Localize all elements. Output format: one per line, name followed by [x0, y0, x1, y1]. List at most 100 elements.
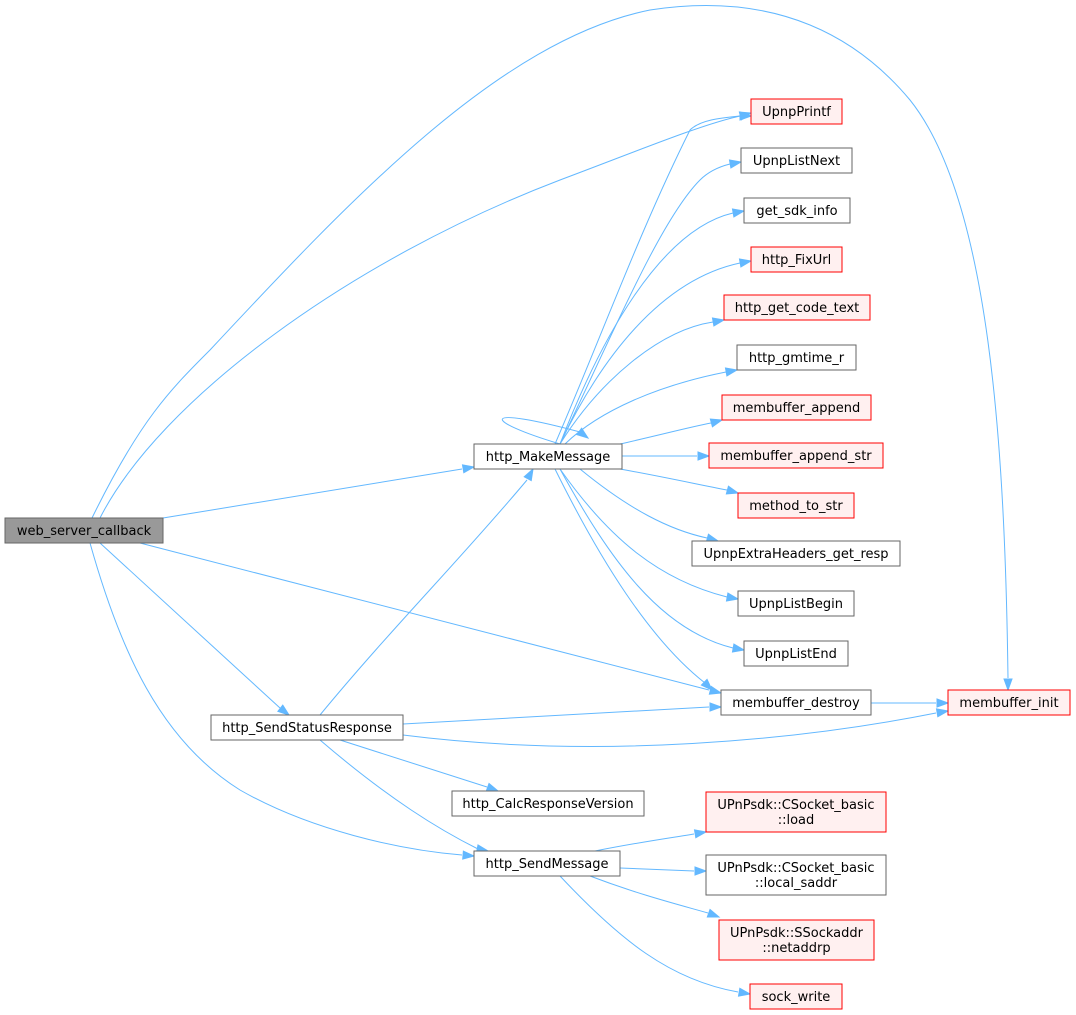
edge-line	[619, 422, 712, 445]
edge-line	[559, 262, 741, 445]
edge-line	[99, 542, 281, 709]
node-label: UPnPsdk::CSocket_basic	[717, 861, 874, 876]
edge-line	[559, 163, 731, 445]
arrowhead	[725, 592, 740, 602]
node-box	[705, 791, 887, 833]
edge-http_MakeMessage-to-http_get_code_text	[559, 317, 726, 445]
node-SSockaddr_netaddrp[interactable]: UPnPsdk::SSockaddr::netaddrp	[718, 919, 875, 961]
edge-http_SendStatusResponse-to-http_MakeMessage	[319, 467, 534, 716]
node-http_SendMessage[interactable]: http_SendMessage	[473, 850, 621, 877]
node-box	[737, 492, 855, 519]
node-box	[473, 850, 621, 877]
node-box	[708, 442, 884, 469]
node-label: UpnpListBegin	[749, 597, 843, 612]
node-label: sock_write	[762, 990, 831, 1005]
arrowhead	[731, 208, 746, 218]
edge-web_server_callback-to-UpnpPrintf	[99, 111, 753, 519]
edge-web_server_callback-to-membuffer_init	[91, 5, 1013, 692]
nodes-layer: web_server_callback http_MakeMessage http_…	[4, 98, 1071, 1010]
node-label: get_sdk_info	[756, 204, 837, 219]
edge-line	[402, 706, 710, 725]
edge-line	[501, 417, 581, 445]
edge-http_SendMessage-to-CSocket_basic_load	[594, 829, 708, 852]
node-CSocket_basic_load[interactable]: UPnPsdk::CSocket_basic::load	[705, 791, 887, 833]
edge-web_server_callback-to-membuffer_destroy	[139, 542, 723, 695]
node-box	[947, 689, 1071, 716]
arrowhead	[725, 485, 740, 495]
node-label: http_MakeMessage	[486, 450, 610, 465]
edge-http_SendMessage-to-CSocket_basic_local_saddr	[619, 866, 708, 876]
node-label: UpnpPrintf	[762, 105, 831, 120]
edge-http_MakeMessage-to-UpnpPrintf	[554, 111, 753, 445]
node-box	[451, 790, 645, 817]
arrowhead	[711, 317, 726, 327]
node-label: http_CalcResponseVersion	[462, 797, 633, 812]
edge-line	[162, 468, 463, 519]
edge-http_MakeMessage-to-membuffer_destroy	[554, 468, 714, 692]
node-label: ::local_saddr	[755, 876, 838, 891]
node-UpnpExtraHeaders_get_resp[interactable]: UpnpExtraHeaders_get_resp	[691, 540, 901, 567]
arrowhead	[694, 866, 708, 876]
edge-http_MakeMessage-to-http_FixUrl	[559, 258, 753, 445]
arrowhead	[575, 427, 590, 439]
node-UpnpListEnd[interactable]: UpnpListEnd	[743, 640, 849, 667]
edge-line	[319, 479, 528, 716]
node-label: method_to_str	[749, 499, 843, 514]
node-box	[750, 246, 843, 273]
node-membuffer_append[interactable]: membuffer_append	[721, 394, 872, 421]
edge-http_MakeMessage-to-get_sdk_info	[559, 208, 746, 445]
arrowhead	[693, 829, 708, 839]
node-sock_write[interactable]: sock_write	[749, 983, 843, 1010]
node-label: ::load	[778, 813, 815, 828]
arrowhead	[724, 367, 739, 377]
edge-http_MakeMessage-to-membuffer_append	[619, 418, 724, 445]
node-UpnpPrintf[interactable]: UpnpPrintf	[750, 98, 843, 125]
node-http_get_code_text[interactable]: http_get_code_text	[723, 294, 871, 321]
arrowhead	[461, 464, 476, 474]
arrowhead	[728, 159, 743, 169]
edge-web_server_callback-to-http_SendStatusResponse	[99, 542, 291, 716]
node-http_FixUrl[interactable]: http_FixUrl	[750, 246, 843, 273]
edge-http_SendMessage-to-SSockaddr_netaddrp	[589, 875, 721, 918]
node-label: UPnPsdk::CSocket_basic	[717, 798, 874, 813]
edge-line	[554, 115, 741, 445]
edge-http_SendStatusResponse-to-membuffer_init	[402, 708, 950, 747]
node-box	[691, 540, 901, 567]
edge-line	[139, 542, 710, 691]
node-label: membuffer_append_str	[720, 449, 872, 464]
edge-line	[402, 712, 937, 747]
arrowhead	[697, 451, 711, 461]
arrowhead	[709, 418, 724, 428]
node-http_gmtime_r[interactable]: http_gmtime_r	[736, 344, 857, 371]
node-membuffer_destroy[interactable]: membuffer_destroy	[720, 689, 872, 716]
edge-web_server_callback-to-http_SendMessage	[89, 542, 476, 860]
edge-line	[559, 875, 739, 993]
node-method_to_str[interactable]: method_to_str	[737, 492, 855, 519]
arrowhead	[277, 704, 291, 716]
node-web_server_callback[interactable]: web_server_callback	[4, 517, 164, 544]
edge-line	[319, 739, 479, 850]
node-UpnpListNext[interactable]: UpnpListNext	[740, 147, 853, 174]
edge-http_MakeMessage-to-http_MakeMessage	[501, 417, 590, 445]
edge-http_MakeMessage-to-UpnpListBegin	[559, 468, 740, 602]
node-UpnpListBegin[interactable]: UpnpListBegin	[737, 590, 855, 617]
node-label: membuffer_append	[733, 401, 861, 416]
node-box	[705, 854, 887, 896]
edge-line	[91, 5, 1009, 679]
node-box	[736, 344, 857, 371]
node-http_SendStatusResponse[interactable]: http_SendStatusResponse	[210, 714, 404, 741]
edge-web_server_callback-to-http_MakeMessage	[162, 464, 476, 519]
edge-http_MakeMessage-to-UpnpListNext	[559, 159, 743, 445]
node-membuffer_init[interactable]: membuffer_init	[947, 689, 1071, 716]
node-http_MakeMessage[interactable]: http_MakeMessage	[473, 443, 623, 470]
arrowhead	[739, 111, 753, 121]
node-membuffer_append_str[interactable]: membuffer_append_str	[708, 442, 884, 469]
node-http_CalcResponseVersion[interactable]: http_CalcResponseVersion	[451, 790, 645, 817]
arrowhead	[708, 685, 723, 695]
node-get_sdk_info[interactable]: get_sdk_info	[743, 197, 851, 224]
node-label: http_SendMessage	[486, 857, 609, 872]
arrowhead	[738, 258, 753, 268]
node-CSocket_basic_local_saddr[interactable]: UPnPsdk::CSocket_basic::local_saddr	[705, 854, 887, 896]
node-box	[743, 640, 849, 667]
node-box	[749, 983, 843, 1010]
